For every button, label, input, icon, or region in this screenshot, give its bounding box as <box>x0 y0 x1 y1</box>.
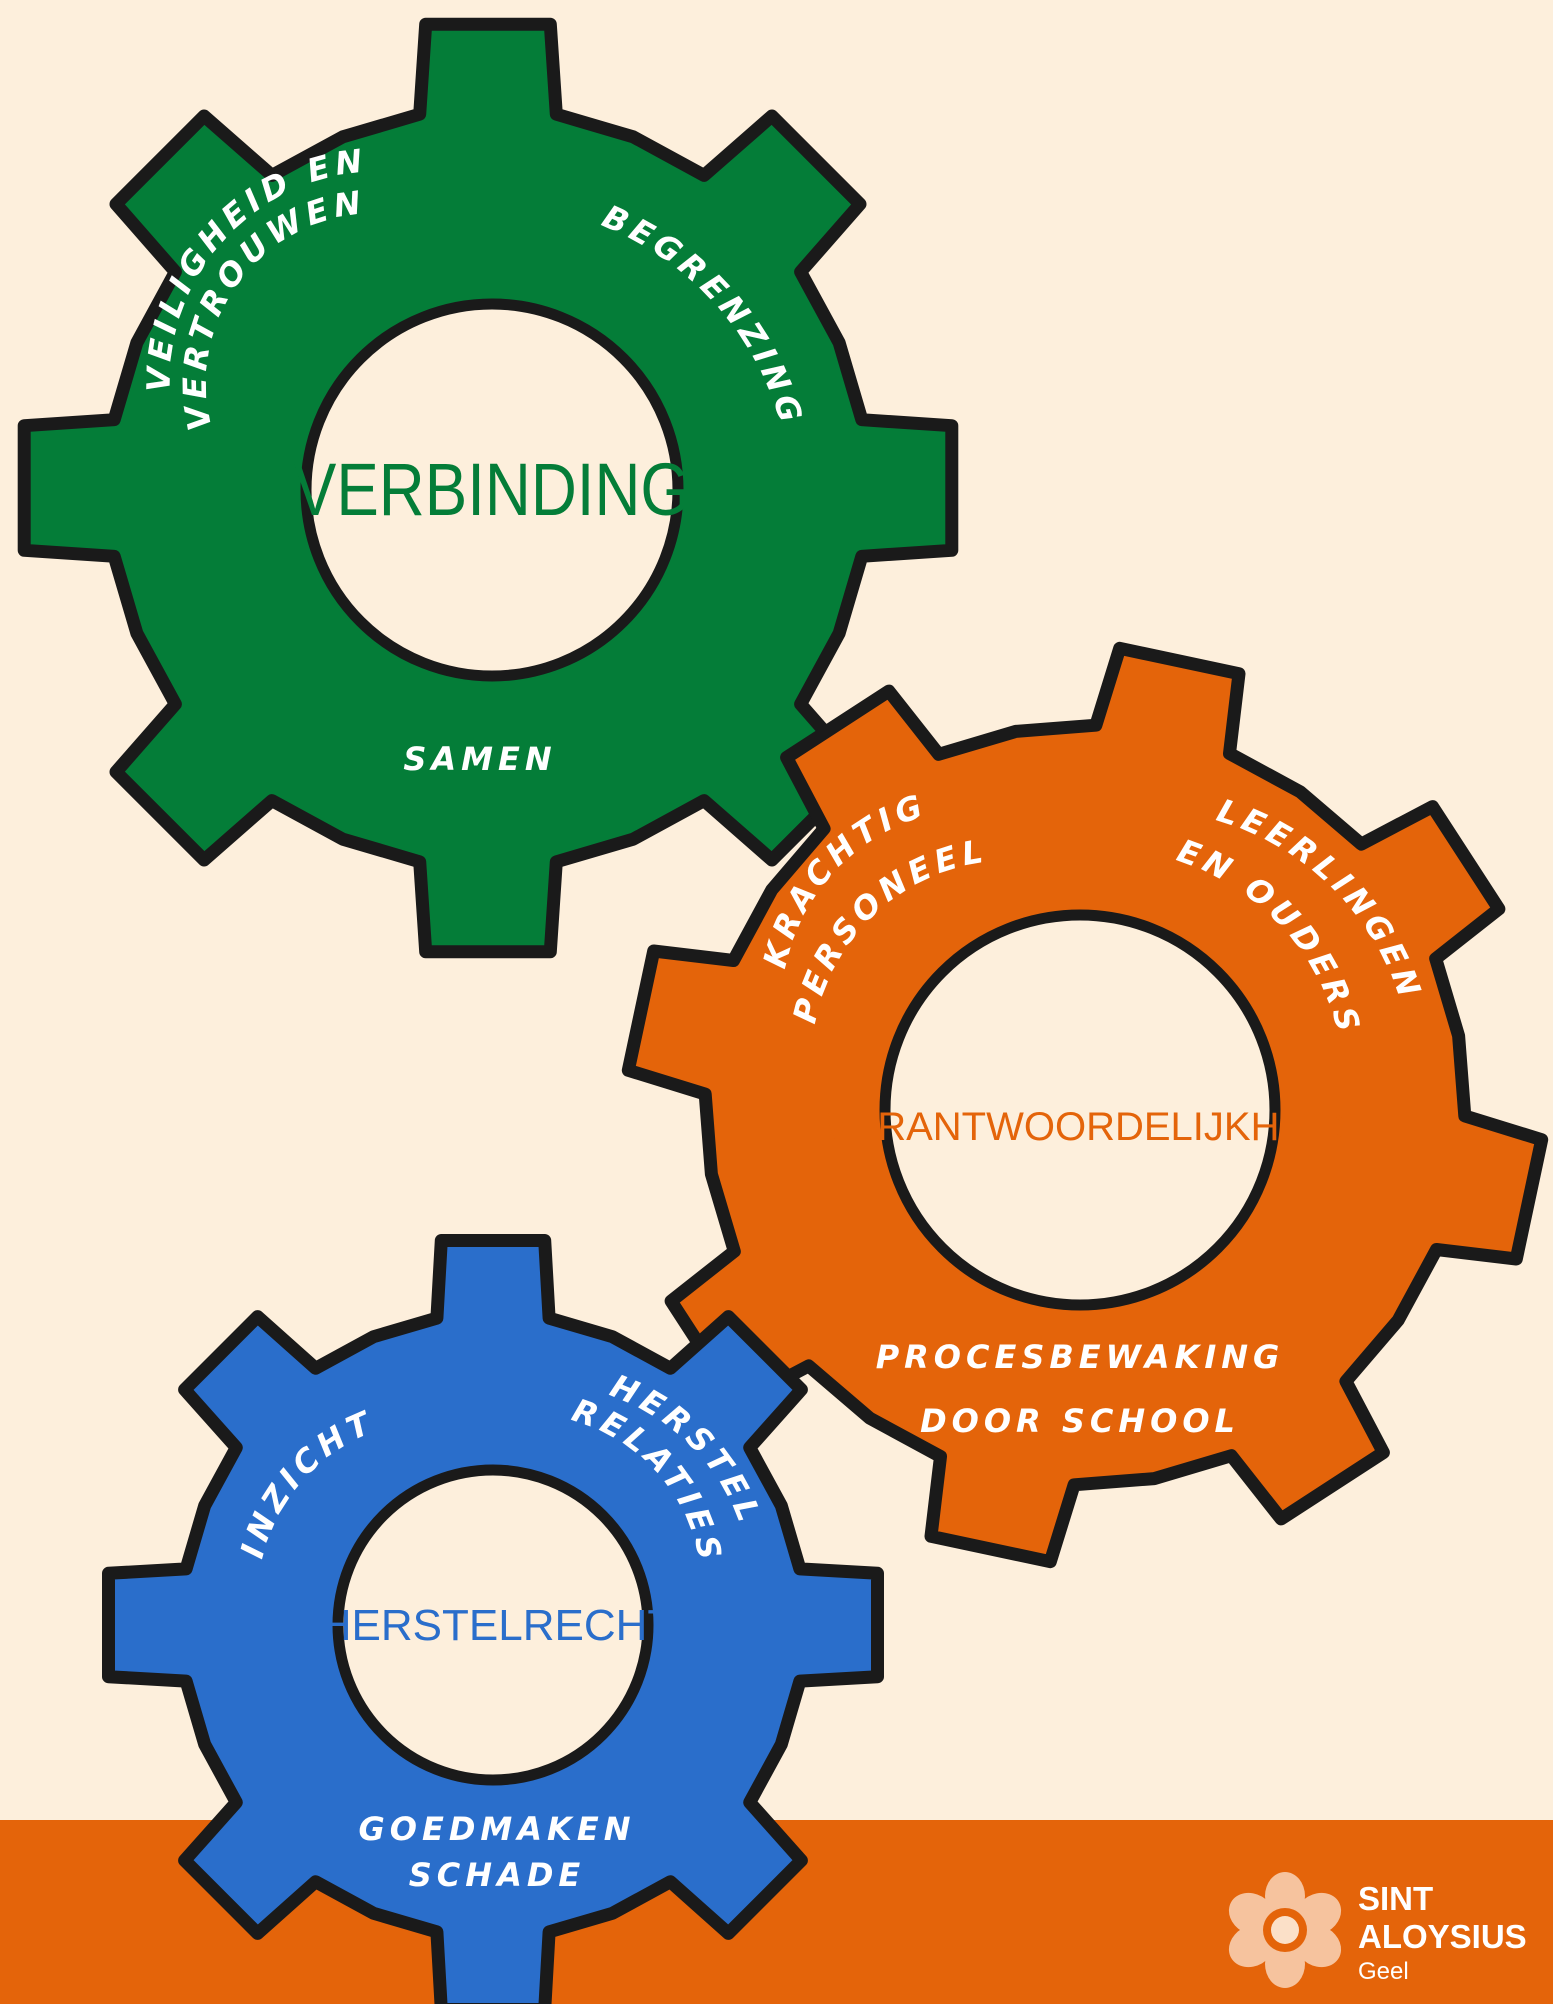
school-name-line1: SINT <box>1358 1880 1434 1917</box>
orange-gear: VERANTWOORDELIJKHEID KRACHTIG PERSONEEL … <box>621 641 1549 1569</box>
orange-word-procesbewaking: PROCESBEWAKING <box>876 1338 1285 1376</box>
blue-gear-hole <box>332 1464 654 1786</box>
blue-word-schade: SCHADE <box>409 1856 586 1894</box>
orange-gear-hole <box>879 909 1281 1311</box>
blue-word-goedmaken: GOEDMAKEN <box>359 1810 636 1848</box>
blue-gear: HERSTELRECHT INZICHT HERSTEL RELATIES GO… <box>102 1234 884 2004</box>
green-gear-center-label: VERBINDING <box>294 449 690 532</box>
green-gear-hole <box>300 298 684 682</box>
blue-gear-center-label: HERSTELRECHT <box>320 1601 675 1650</box>
school-name-line2: ALOYSIUS <box>1358 1918 1527 1955</box>
green-word-samen: SAMEN <box>403 740 556 778</box>
school-name: SINT ALOYSIUS <box>1358 1880 1527 1956</box>
orange-gear-center-label: VERANTWOORDELIJKHEID <box>824 1105 1346 1149</box>
school-logo: SINT ALOYSIUS Geel <box>1220 1870 1550 1990</box>
green-gear: VERBINDING VEILIGHEID EN VERTROUWEN BEGR… <box>17 17 959 959</box>
orange-word-door-school: DOOR SCHOOL <box>920 1402 1240 1440</box>
flower-logo-icon <box>1228 1872 1342 1988</box>
school-city: Geel <box>1358 1958 1409 1985</box>
